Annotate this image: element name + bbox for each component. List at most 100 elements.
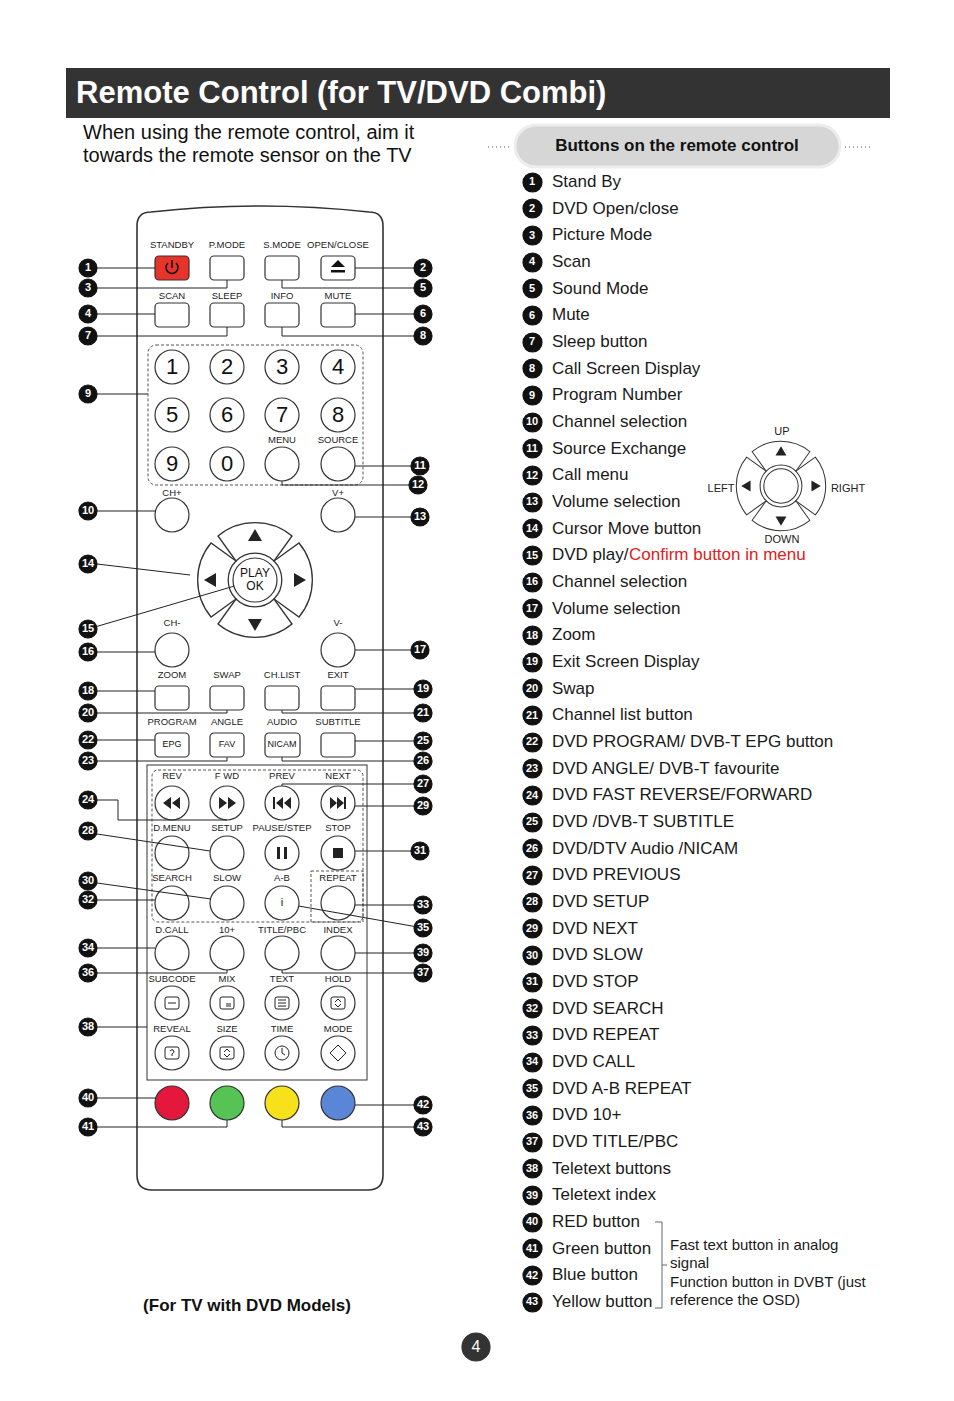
button-description: DVD SETUP (552, 892, 649, 912)
node-text: 16 (526, 576, 538, 588)
button-label: MENU (268, 435, 296, 446)
node-text: 32 (82, 894, 94, 906)
button-description: Volume selection (552, 599, 681, 619)
node-outline (414, 680, 432, 698)
node-text: 24 (526, 790, 538, 802)
list-number: 6 (523, 306, 542, 325)
node-text: 18 (526, 630, 538, 642)
button-icons (163, 260, 346, 1061)
button-description: Program Number (552, 386, 682, 406)
node-text: 37 (417, 967, 429, 979)
node-text: 3 (276, 355, 288, 378)
node-outline (210, 350, 244, 384)
note-text: Fast text button in analog signal (670, 1236, 870, 1272)
leader-line (97, 740, 155, 741)
button-description: Channel list button (552, 706, 693, 726)
callout-number: 23 (79, 752, 97, 770)
leader-line (282, 1120, 414, 1127)
node-outline (79, 327, 97, 345)
button-label: TIME (271, 1024, 294, 1035)
node-outline (523, 999, 542, 1018)
callout-number: 14 (79, 555, 97, 573)
node-outline (79, 259, 97, 277)
list-number: 36 (523, 1106, 542, 1125)
button-label: EXIT (327, 670, 348, 681)
node-text: 40 (82, 1092, 94, 1104)
node-outline (523, 359, 542, 378)
node-text: 34 (82, 942, 94, 954)
leader-line (97, 691, 155, 692)
list-number: 11 (523, 439, 542, 458)
node-text: 13 (526, 496, 538, 508)
callout-number: 27 (414, 775, 432, 793)
callout-number: 29 (414, 797, 432, 815)
node-text: 29 (526, 923, 538, 935)
node-outline (155, 398, 189, 432)
list-number: 8 (523, 359, 542, 378)
node-text: 6 (221, 403, 233, 426)
node-text: 26 (526, 843, 538, 855)
callout-number: 30 (79, 872, 97, 890)
callout-number: 17 (411, 641, 429, 659)
node-text: 21 (417, 707, 429, 719)
callout-number: 12 (409, 476, 427, 494)
button-description: DVD PREVIOUS (552, 866, 680, 886)
node-text: 31 (414, 845, 426, 857)
node-text: 9 (529, 390, 535, 402)
node-text: 30 (82, 875, 94, 887)
list-number: 33 (523, 1026, 542, 1045)
node-outline (523, 1293, 542, 1312)
callout-number: 33 (414, 896, 432, 914)
callout-number: 35 (414, 919, 432, 937)
button-description: Source Exchange (552, 439, 686, 459)
node-outline (265, 398, 299, 432)
node-text: 19 (417, 683, 429, 695)
button-label: PREV (269, 771, 295, 782)
node-outline (414, 279, 432, 297)
node-outline (523, 973, 542, 992)
list-number: 23 (523, 759, 542, 778)
node-outline (523, 1213, 542, 1232)
node-text: 24 (82, 794, 94, 806)
node-outline (515, 125, 840, 167)
node-text: 42 (417, 1099, 429, 1111)
remote-button (210, 256, 244, 280)
list-number: 17 (523, 599, 542, 618)
node-outline (523, 466, 542, 485)
remote-button (321, 686, 355, 710)
callout-number: 31 (411, 842, 429, 860)
dvd-group-box (147, 765, 367, 1080)
button-label: 10+ (219, 925, 235, 936)
button-description: Call Screen Display (552, 359, 700, 379)
node-outline (523, 1026, 542, 1045)
button-label: INFO (271, 291, 294, 302)
button-layer (97, 256, 414, 1127)
node-text: 1 (85, 262, 91, 274)
list-number: 14 (523, 519, 542, 538)
node-outline (321, 398, 355, 432)
node-outline (523, 1106, 542, 1125)
node-outline (523, 599, 542, 618)
remote-button (155, 786, 189, 820)
node-text: 28 (82, 825, 94, 837)
node-text: 23 (82, 755, 94, 767)
node-outline (79, 643, 97, 661)
node-text: 10 (82, 505, 94, 517)
node-text: 11 (526, 443, 538, 455)
callout-number: 8 (414, 327, 432, 345)
node-outline (265, 733, 300, 757)
node-text: 14 (526, 523, 538, 535)
node-text: 5 (166, 403, 178, 426)
remote-button (265, 986, 299, 1020)
button-description: Blue button (552, 1266, 638, 1286)
callout-number: 1 (79, 259, 97, 277)
digit-button: 1 (155, 350, 189, 384)
node-text: 19 (526, 656, 538, 668)
button-label: HOLD (325, 974, 351, 985)
node-outline (523, 1266, 542, 1285)
node-text: 13 (414, 511, 426, 523)
button-label: OPEN/CLOSE (307, 240, 369, 251)
button-description: DVD REPEAT (552, 1026, 659, 1046)
node-text: 16 (82, 646, 94, 658)
node-text: 2 (420, 262, 426, 274)
